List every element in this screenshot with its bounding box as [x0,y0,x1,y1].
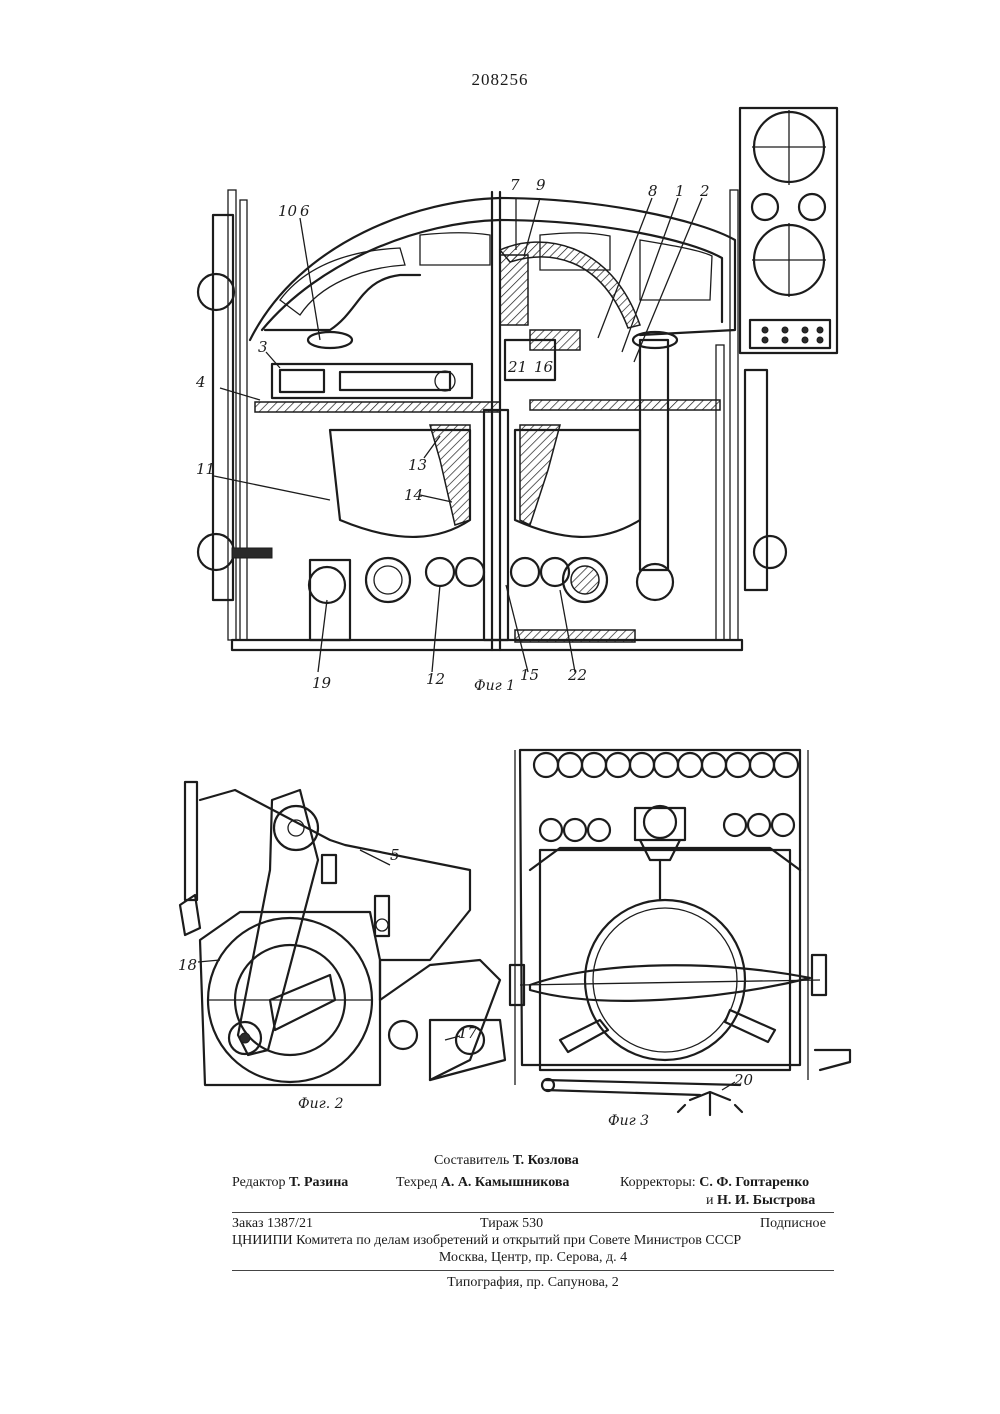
circulation: Тираж 530 [480,1216,543,1232]
compiler-name: Т. Козлова [513,1153,579,1168]
fig1-label-21: 21 [507,358,527,376]
institute: ЦНИИПИ Комитета по делам изобретений и о… [232,1233,741,1249]
corrector2-line: и Н. И. Быстрова [706,1193,815,1209]
techred-line: Техред А. А. Камышникова [396,1175,569,1191]
fig1-label-2: 2 [699,182,710,200]
fig1-label-16: 16 [534,358,554,376]
fig1-label-6: 6 [300,202,310,220]
figure-2-drawing: 5 18 17 Фиг. 2 [178,782,505,1112]
fig1-label-19: 19 [312,674,332,692]
fig2-caption: Фиг. 2 [298,1096,344,1112]
divider-bottom [232,1270,834,1271]
divider-top [232,1212,834,1213]
address: Москва, Центр, пр. Серова, д. 4 [232,1250,834,1266]
fig1-label-7: 7 [510,176,520,194]
fig1-label-10: 10 [278,202,298,220]
fig2-label-17: 17 [458,1024,478,1042]
fig3-ring-row [534,753,798,841]
compiler-line: Составитель Т. Козлова [434,1153,579,1169]
order-number: Заказ 1387/21 [232,1216,313,1232]
corrector2-name: Н. И. Быстрова [717,1193,815,1208]
techred-name: А. А. Камышникова [441,1175,570,1190]
fig1-label-14: 14 [404,486,423,504]
fig1-label-8: 8 [648,182,658,200]
techred-prefix: Техред [396,1175,437,1190]
fig1-label-4: 4 [195,373,206,391]
fig2-label-18: 18 [178,956,197,974]
fig1-label-22: 22 [567,666,587,684]
figure-1-drawing: 10 6 7 9 8 1 2 3 4 21 16 11 13 14 19 12 … [195,108,837,694]
fig1-label-12: 12 [426,670,445,688]
correctors-prefix: Корректоры: [620,1175,696,1190]
fig1-label-3: 3 [258,338,268,356]
fig2-label-5: 5 [390,846,400,864]
editor-prefix: Редактор [232,1175,286,1190]
editor-name: Т. Разина [289,1175,348,1190]
subscription: Подписное [760,1216,826,1232]
fig1-label-1: 1 [675,182,685,200]
editor-line: Редактор Т. Разина [232,1175,348,1191]
fig1-label-9: 9 [536,176,546,194]
fig1-label-11: 11 [196,460,215,478]
fig1-caption: Фиг 1 [474,678,515,694]
fig3-caption: Фиг 3 [608,1113,649,1129]
fig1-label-13: 13 [408,456,427,474]
compiler-prefix: Составитель [434,1153,509,1168]
printer: Типография, пр. Сапунова, 2 [232,1275,834,1291]
fig3-label-20: 20 [733,1071,754,1089]
corrector2-prefix: и [706,1193,714,1208]
fig1-label-15: 15 [520,666,539,684]
corrector1-name: С. Ф. Гоптаренко [699,1175,809,1190]
correctors-line: Корректоры: С. Ф. Гоптаренко [620,1175,809,1191]
figure-3-drawing: 20 Фиг 3 [510,750,850,1129]
